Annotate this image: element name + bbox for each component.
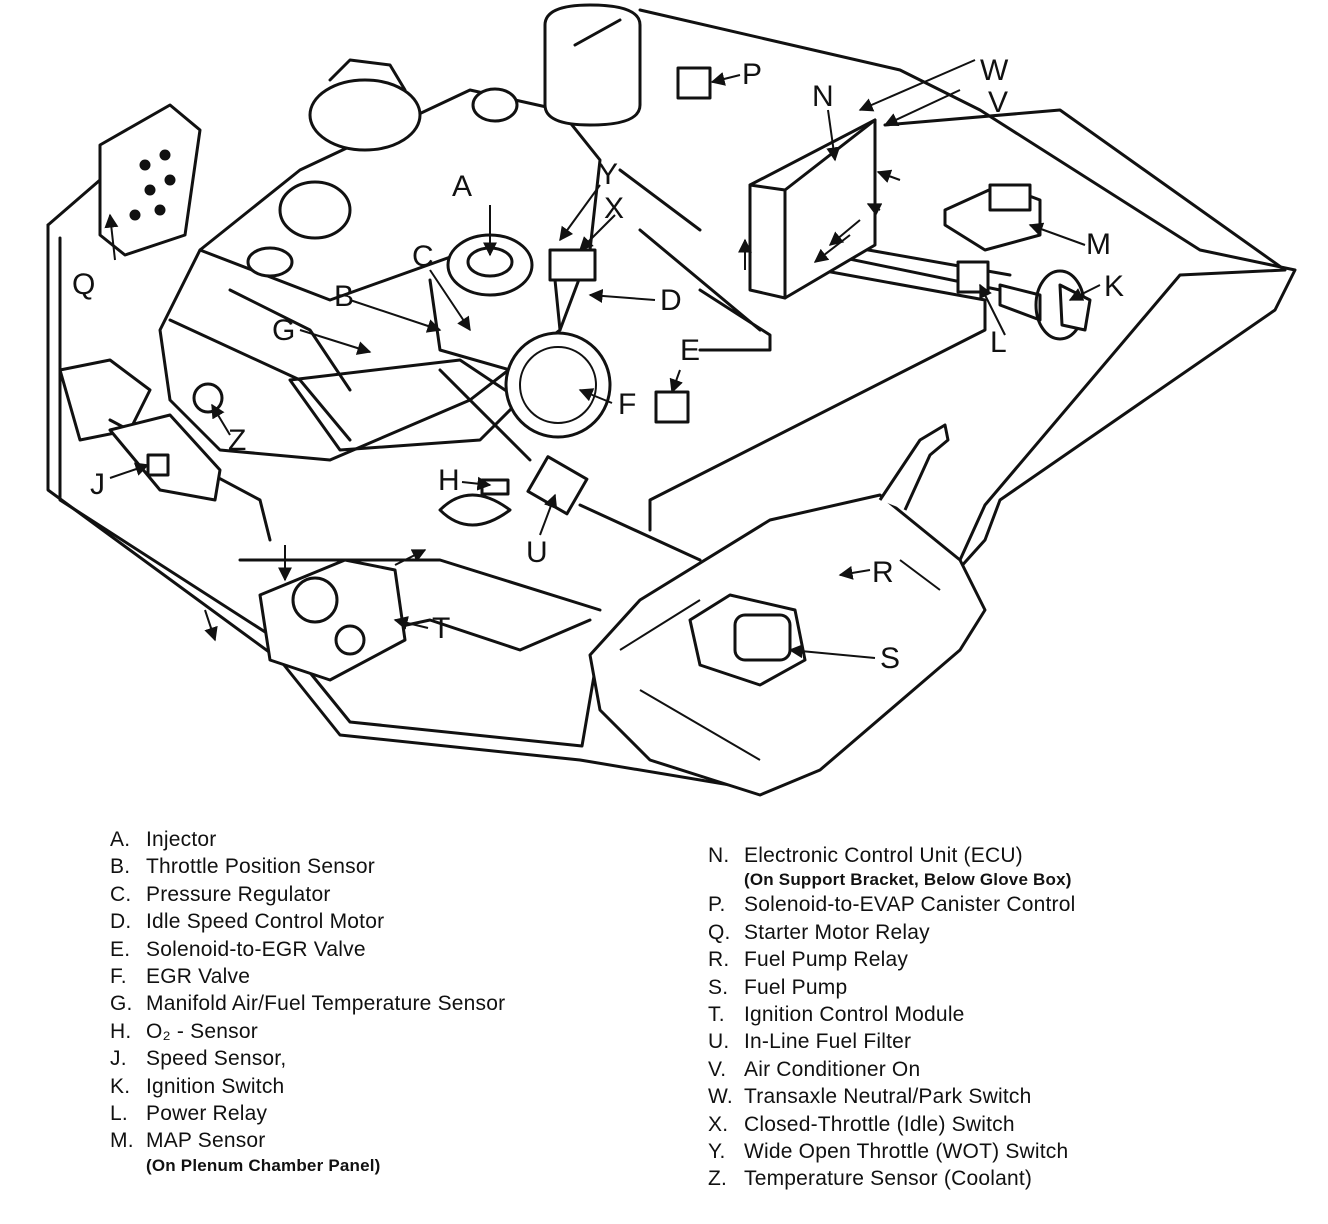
legend-item-b: B.Throttle Position Sensor xyxy=(110,855,375,879)
legend-note-m: (On Plenum Chamber Panel) xyxy=(146,1155,381,1175)
legend-item-a: A.Injector xyxy=(110,828,217,851)
legend-item-c: C.Pressure Regulator xyxy=(110,882,331,906)
legend-right-column: N.Electronic Control Unit (ECU) (On Supp… xyxy=(708,842,1076,1193)
callout-p: P xyxy=(742,58,762,91)
engine-wiring-diagram: A B C D E F G H J K L M N P Q R S T U V … xyxy=(46,3,1297,797)
callout-leaders xyxy=(104,59,1101,659)
callout-x: X xyxy=(604,192,624,225)
wiring-harness-ecu-loop xyxy=(618,168,772,352)
legend-item-u: U.In-Line Fuel Filter xyxy=(708,1030,912,1054)
callout-q: Q xyxy=(72,268,95,301)
legend-note-n: (On Support Bracket, Below Glove Box) xyxy=(744,870,1072,890)
legend-item-n: N.Electronic Control Unit (ECU) xyxy=(708,844,1023,867)
ecu-box xyxy=(748,118,877,300)
ignition-control-module xyxy=(258,558,407,682)
legend-item-q: Q.Starter Motor Relay xyxy=(708,920,930,944)
legend-item-h: H.O₂ - Sensor xyxy=(110,1019,258,1043)
legend-left-column: A.Injector B.Throttle Position Sensor C.… xyxy=(110,826,505,1177)
ignition-switch xyxy=(998,269,1092,341)
callout-l: L xyxy=(990,326,1007,359)
fuel-pump xyxy=(688,593,807,687)
evap-solenoid xyxy=(676,66,712,100)
legend-item-z: Z.Temperature Sensor (Coolant) xyxy=(708,1167,1033,1191)
legend-item-g: G.Manifold Air/Fuel Temperature Sensor xyxy=(110,992,506,1016)
wiring-harness-mid xyxy=(648,243,1012,532)
callout-labels: A B C D E F G H J K L M N P Q R S T U V … xyxy=(72,54,1124,675)
callout-j: J xyxy=(90,468,105,501)
callout-h: H xyxy=(438,464,460,497)
legend-item-j: J.Speed Sensor, xyxy=(110,1047,287,1071)
legend-item-f: F.EGR Valve xyxy=(110,965,251,989)
callout-c: C xyxy=(412,240,434,273)
evap-canister xyxy=(543,3,642,127)
legend-item-m: M.MAP Sensor xyxy=(110,1129,266,1153)
callout-u: U xyxy=(526,536,548,569)
callout-b: B xyxy=(334,280,354,313)
coolant-temp-sensor xyxy=(192,382,224,414)
legend-item-s: S.Fuel Pump xyxy=(708,975,848,999)
legend-item-d: D.Idle Speed Control Motor xyxy=(110,910,385,934)
wiring-harness-outer xyxy=(46,8,1297,792)
callout-v: V xyxy=(988,86,1008,119)
wiring-harness-right xyxy=(883,108,1287,562)
callout-e: E xyxy=(680,334,700,367)
callout-g: G xyxy=(272,314,295,347)
legend-item-w: W.Transaxle Neutral/Park Switch xyxy=(708,1085,1032,1109)
power-relay xyxy=(956,260,990,294)
engine-block xyxy=(58,87,602,462)
legend-item-y: Y.Wide Open Throttle (WOT) Switch xyxy=(708,1140,1069,1164)
callout-y: Y xyxy=(598,158,618,191)
legend-item-r: R.Fuel Pump Relay xyxy=(708,948,909,972)
legend-item-p: P.Solenoid-to-EVAP Canister Control xyxy=(708,893,1076,917)
callout-s: S xyxy=(880,642,900,675)
speed-sensor xyxy=(108,413,222,502)
distributor-cap xyxy=(308,58,422,152)
legend-item-v: V.Air Conditioner On xyxy=(708,1057,921,1081)
callout-m: M xyxy=(1086,228,1111,261)
callout-d: D xyxy=(660,284,682,317)
callout-z: Z xyxy=(228,424,246,457)
legend-item-k: K.Ignition Switch xyxy=(110,1074,285,1098)
legend-item-x: X.Closed-Throttle (Idle) Switch xyxy=(708,1112,1015,1136)
legend-item-e: E.Solenoid-to-EGR Valve xyxy=(110,937,366,961)
legend-item-l: L.Power Relay xyxy=(110,1102,268,1126)
callout-n: N xyxy=(812,80,834,113)
egr-valve xyxy=(504,331,612,439)
starter-relay xyxy=(98,103,202,257)
map-sensor xyxy=(943,183,1042,252)
callout-t: T xyxy=(432,612,450,645)
legend-item-t: T.Ignition Control Module xyxy=(708,1003,965,1027)
callout-f: F xyxy=(618,388,636,421)
callout-k: K xyxy=(1104,270,1124,303)
callout-a: A xyxy=(452,170,472,203)
egr-solenoid xyxy=(654,390,690,424)
callout-w: W xyxy=(980,54,1009,87)
wiring-harness-inner xyxy=(58,236,597,748)
callout-r: R xyxy=(872,556,894,589)
